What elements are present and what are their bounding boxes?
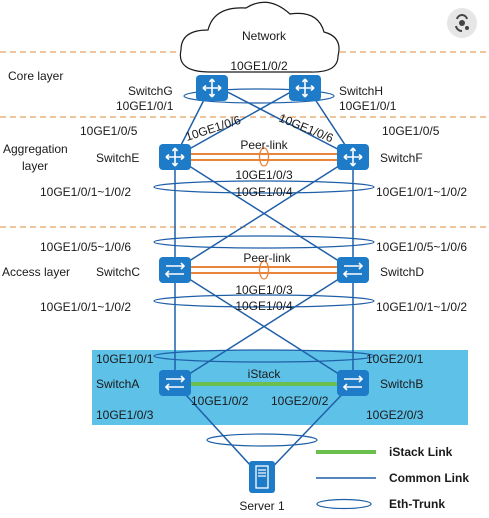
switch-c-label: SwitchC — [96, 265, 140, 279]
port-b-down: 10GE2/0/3 — [366, 408, 424, 422]
switch-a[interactable] — [159, 370, 191, 396]
port-c-down: 10GE1/0/1~1/0/2 — [40, 300, 131, 314]
server-icon[interactable] — [249, 461, 275, 493]
legend-common-label: Common Link — [389, 471, 469, 485]
port-c-up: 10GE1/0/5~1/0/6 — [40, 240, 131, 254]
server-label: Server 1 — [239, 499, 285, 513]
switch-e-label: SwitchE — [96, 151, 139, 165]
switch-e[interactable] — [159, 144, 191, 170]
switch-d[interactable] — [337, 257, 369, 283]
switch-h-label: SwitchH — [339, 84, 383, 98]
peer-links — [175, 147, 353, 280]
port-a-up: 10GE1/0/1 — [96, 352, 154, 366]
network-cloud — [179, 1, 340, 73]
aggregation-layer-label-line2: layer — [22, 159, 48, 173]
port-acc-peer-1: 10GE1/0/3 — [235, 283, 293, 297]
legend-istack-label: iStack Link — [389, 445, 453, 459]
legend-eth-trunk-label: Eth-Trunk — [389, 497, 445, 511]
switch-g[interactable] — [196, 75, 228, 101]
peer-link-access-label: Peer-link — [243, 251, 291, 265]
port-f-down: 10GE1/0/1~1/0/2 — [376, 185, 467, 199]
switch-a-label: SwitchA — [96, 377, 139, 391]
switch-h[interactable] — [289, 75, 321, 101]
eth-trunk-bundles — [153, 88, 375, 447]
legend-eth-trunk-swatch — [316, 498, 372, 510]
switch-d-label: SwitchD — [380, 265, 424, 279]
port-d-up: 10GE1/0/5~1/0/6 — [376, 240, 467, 254]
port-g-down: 10GE1/0/1 — [116, 99, 174, 113]
port-b-stack: 10GE2/0/2 — [271, 394, 329, 408]
core-layer-label: Core layer — [8, 69, 63, 83]
port-a-stack: 10GE1/0/2 — [191, 394, 249, 408]
aggregation-layer-label-line1: Aggregation — [3, 142, 68, 156]
istack-label: iStack — [248, 367, 282, 381]
port-b-up: 10GE2/0/1 — [366, 352, 424, 366]
port-a-down: 10GE1/0/3 — [96, 408, 154, 422]
port-agg-peer-1: 10GE1/0/3 — [235, 168, 293, 182]
common-links — [174, 83, 354, 479]
switch-f[interactable] — [337, 144, 369, 170]
switch-b-label: SwitchB — [380, 377, 423, 391]
port-e-up: 10GE1/0/5 — [80, 124, 138, 138]
peer-link-agg-label: Peer-link — [240, 138, 288, 152]
port-core-top: 10GE1/0/2 — [230, 59, 288, 73]
switch-f-label: SwitchF — [380, 151, 423, 165]
legend: iStack Link Common Link Eth-Trunk — [316, 445, 469, 511]
switch-b[interactable] — [337, 370, 369, 396]
port-e-down: 10GE1/0/1~1/0/2 — [40, 185, 131, 199]
switch-c[interactable] — [159, 257, 191, 283]
access-layer-label: Access layer — [2, 265, 70, 279]
port-h-down: 10GE1/0/1 — [339, 99, 397, 113]
port-d-down: 10GE1/0/1~1/0/2 — [376, 300, 467, 314]
port-agg-peer-2: 10GE1/0/4 — [235, 185, 293, 199]
switch-g-label: SwitchG — [128, 84, 173, 98]
lens-search-icon[interactable] — [447, 8, 477, 38]
network-label: Network — [242, 29, 287, 43]
port-f-up: 10GE1/0/5 — [382, 124, 440, 138]
port-acc-peer-2: 10GE1/0/4 — [235, 299, 293, 313]
